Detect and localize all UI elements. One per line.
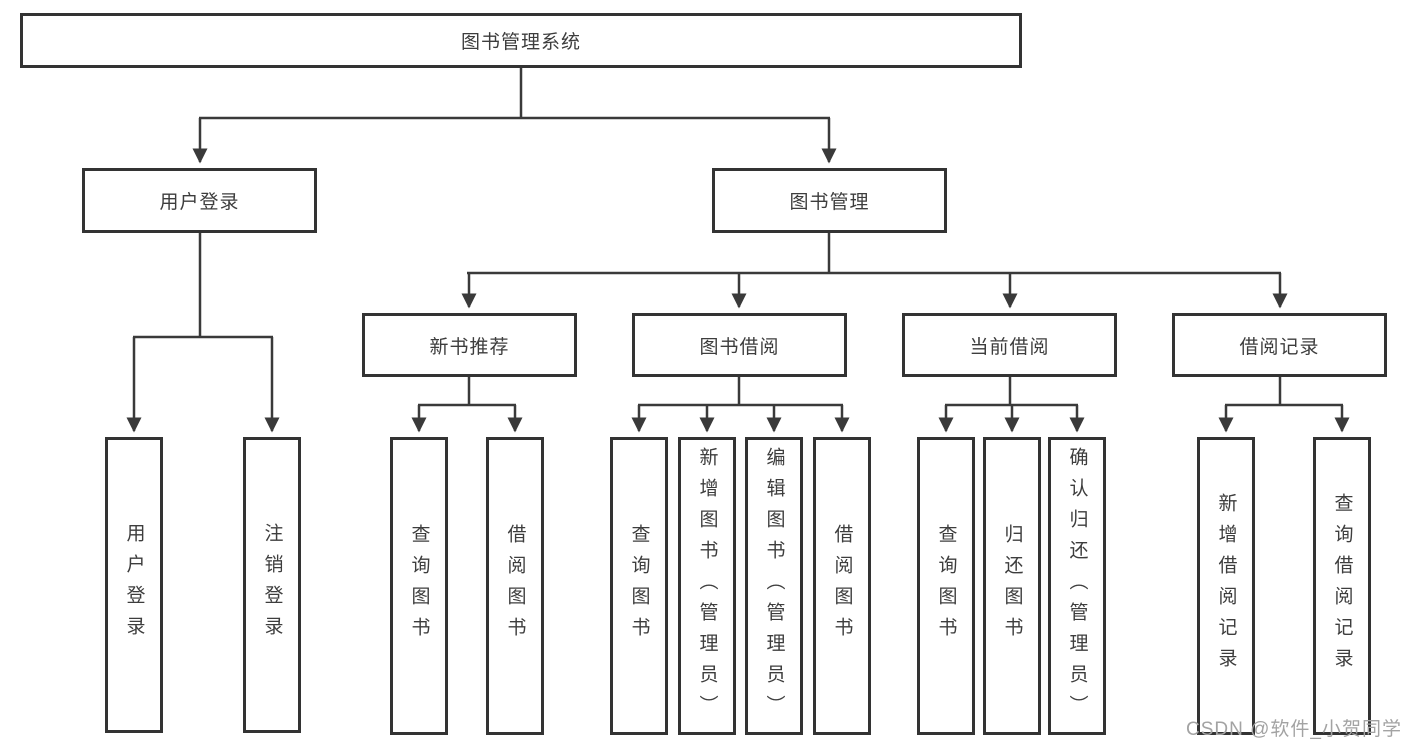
node-logout: 注销登录 bbox=[243, 437, 301, 733]
node-root: 图书管理系统 bbox=[20, 13, 1022, 68]
node-cb-confirm-return-admin: 确认归还（管理员） bbox=[1048, 437, 1106, 735]
node-bb-add-book-admin: 新增图书（管理员） bbox=[678, 437, 736, 735]
node-user-login-leaf: 用户登录 bbox=[105, 437, 163, 733]
node-nb-query-book: 查询图书 bbox=[390, 437, 448, 735]
node-bb-borrow-book: 借阅图书 bbox=[813, 437, 871, 735]
watermark: CSDN @软件_小贺同学 bbox=[1186, 719, 1402, 740]
node-book-management: 图书管理 bbox=[712, 168, 947, 233]
node-bb-edit-book-admin: 编辑图书（管理员） bbox=[745, 437, 803, 735]
node-cb-query-book: 查询图书 bbox=[917, 437, 975, 735]
node-current-borrow: 当前借阅 bbox=[902, 313, 1117, 377]
node-br-add-record: 新增借阅记录 bbox=[1197, 437, 1255, 735]
node-borrow-records: 借阅记录 bbox=[1172, 313, 1387, 377]
node-br-query-record: 查询借阅记录 bbox=[1313, 437, 1371, 735]
node-book-borrow: 图书借阅 bbox=[632, 313, 847, 377]
node-cb-return-book: 归还图书 bbox=[983, 437, 1041, 735]
node-user-login: 用户登录 bbox=[82, 168, 317, 233]
node-nb-borrow-book: 借阅图书 bbox=[486, 437, 544, 735]
node-new-book-recommend: 新书推荐 bbox=[362, 313, 577, 377]
node-bb-query-book: 查询图书 bbox=[610, 437, 668, 735]
